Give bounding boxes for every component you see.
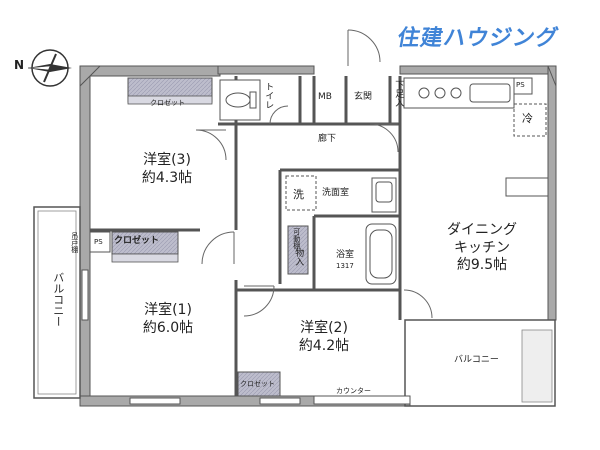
washer-mark: 洗 bbox=[293, 188, 304, 201]
toilet-fixture bbox=[219, 79, 261, 121]
ps-box-kitchen bbox=[513, 77, 533, 95]
room-western2-size: 約4.2帖 bbox=[298, 337, 350, 354]
ps-box-west bbox=[89, 231, 111, 253]
closet-label-top: クロゼット bbox=[150, 99, 185, 107]
window-openings bbox=[81, 269, 301, 405]
bath-size-label: 1317 bbox=[336, 262, 354, 270]
room-dining-name2: キッチン bbox=[454, 239, 510, 256]
room-western3-name: 洋室(3) bbox=[143, 152, 191, 168]
room-western3-size: 約4.3帖 bbox=[141, 169, 193, 186]
balcony-left-label: バルコニー bbox=[51, 272, 65, 327]
room-western1-size: 約6.0帖 bbox=[142, 319, 194, 336]
room-dining-name1: ダイニング bbox=[447, 222, 517, 238]
bath-label: 浴室 bbox=[336, 250, 355, 260]
fridge-label: 冷 bbox=[522, 112, 533, 125]
counter-bar bbox=[313, 395, 411, 405]
ps-label-west: PS bbox=[94, 238, 103, 246]
washer-space bbox=[285, 175, 317, 211]
room-western2-name: 洋室(2) bbox=[300, 320, 348, 336]
toilet-label: トイレ bbox=[263, 82, 274, 109]
washbasin bbox=[371, 177, 397, 213]
counter-label: カウンター bbox=[336, 387, 371, 395]
genkan-label: 玄関 bbox=[354, 92, 373, 102]
room-dining-size: 約9.5帖 bbox=[456, 257, 508, 273]
washroom-label: 洗面室 bbox=[322, 188, 350, 198]
fridge-space bbox=[513, 103, 547, 137]
room-western2: 洋室(2) 約4.2帖 bbox=[278, 320, 370, 355]
door-swings bbox=[195, 29, 433, 319]
closet-label-bottom: クロゼット bbox=[240, 380, 275, 388]
aircon-label: 吊戸棚 bbox=[70, 232, 79, 253]
room-western3: 洋室(3) 約4.3帖 bbox=[122, 152, 212, 187]
room-dining-kitchen: ダイニング キッチン 約9.5帖 bbox=[430, 222, 534, 275]
storage-label: 物入 bbox=[293, 248, 304, 266]
exterior-walls bbox=[79, 65, 557, 407]
room-western1-name: 洋室(1) bbox=[144, 302, 192, 318]
brand-logo: 住建ハウジング bbox=[395, 26, 561, 51]
ps-label-kitchen: PS bbox=[516, 81, 525, 89]
storage-small-label: 可動棚 bbox=[292, 228, 301, 249]
bathtub bbox=[365, 223, 397, 285]
compass-icon bbox=[27, 49, 72, 87]
hallway-label: 廊下 bbox=[318, 134, 337, 144]
mb-label: MB bbox=[318, 92, 332, 102]
compass-north-label: N bbox=[14, 58, 25, 72]
closet-label-west: クロゼット bbox=[114, 236, 160, 246]
room-western1: 洋室(1) 約6.0帖 bbox=[118, 302, 218, 337]
kitchen-counter bbox=[403, 77, 549, 197]
shoebox-label: 下足入 bbox=[393, 80, 404, 107]
balcony-left bbox=[33, 206, 81, 399]
closets bbox=[111, 77, 309, 397]
balcony-right-label: バルコニー bbox=[454, 355, 499, 365]
balcony-right bbox=[404, 319, 556, 407]
